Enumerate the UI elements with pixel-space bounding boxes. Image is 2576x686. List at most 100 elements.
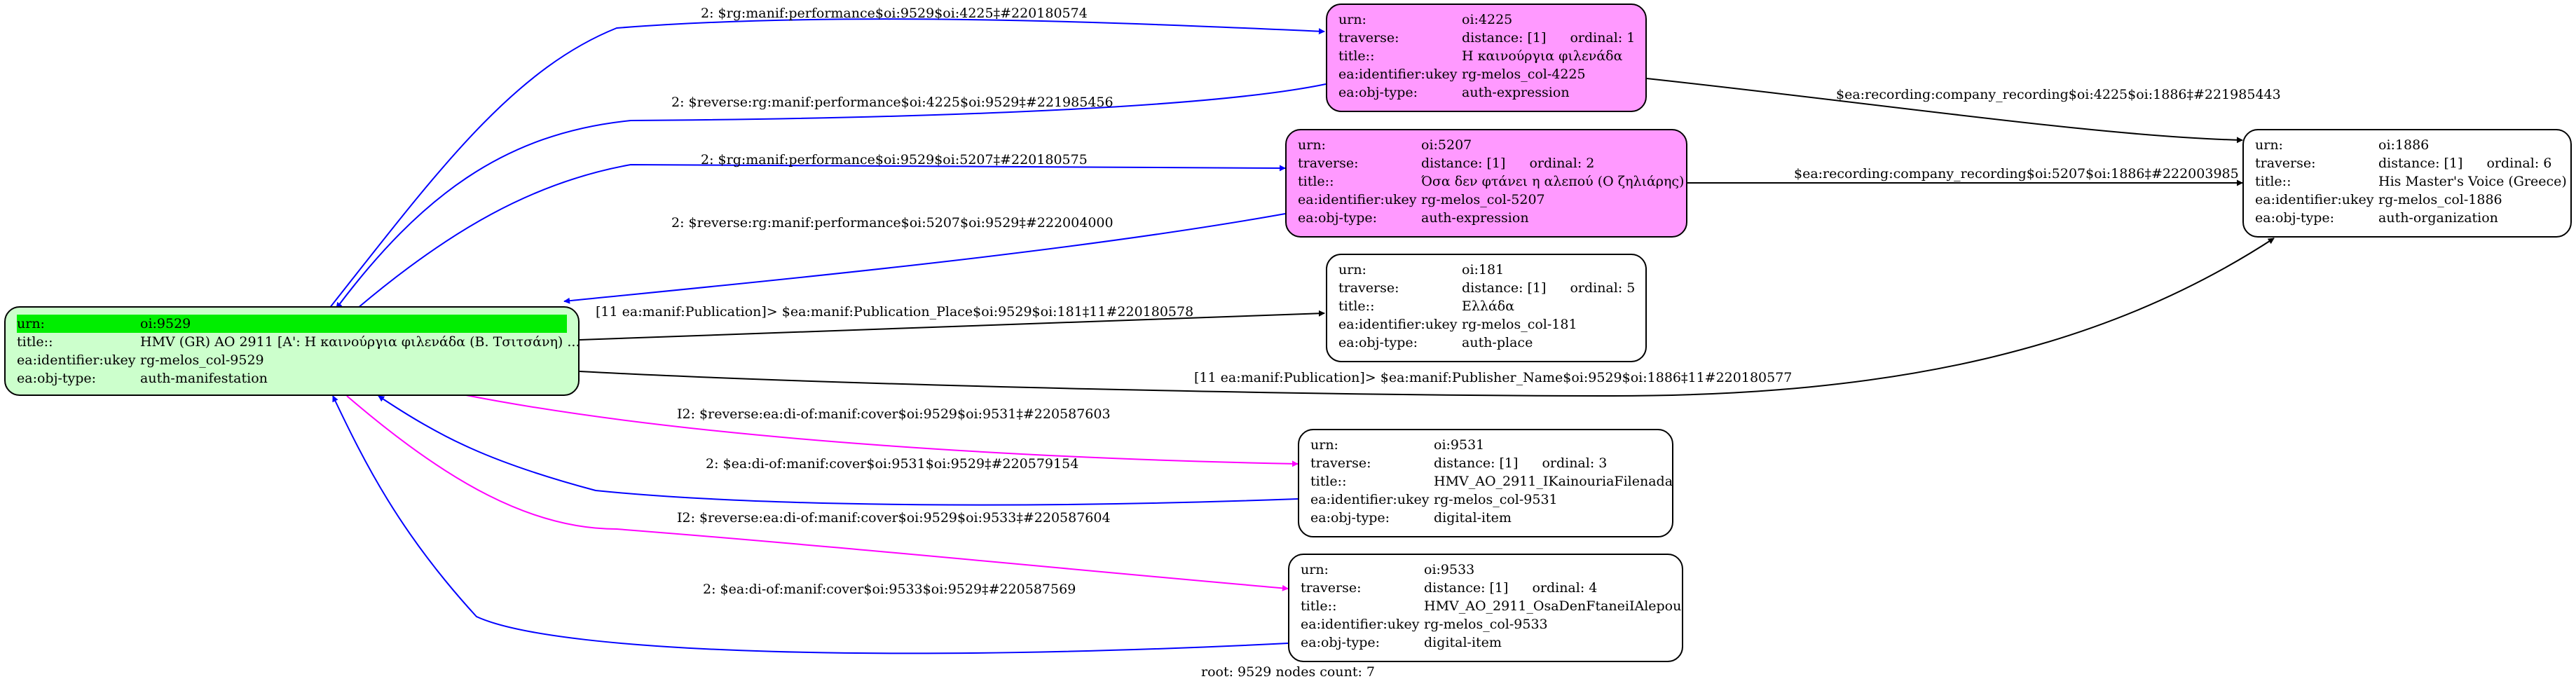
edge-label: $ea:recording:company_recording$oi:4225$… <box>1836 87 2281 102</box>
node-urn-row: urn:oi:1886 <box>2255 136 2559 154</box>
node-type-row: ea:obj-type:auth-expression <box>1338 83 1634 102</box>
field-value: distance: [1] ordinal: 4 <box>1424 579 1597 597</box>
field-value: auth-manifestation <box>140 371 268 386</box>
field-value: oi:1886 <box>2378 137 2430 153</box>
node-traverse-row: traverse: distance: [1] ordinal: 4 <box>1301 579 1671 597</box>
node-urn-row: urn:oi:181 <box>1338 261 1634 279</box>
ordinal-value: ordinal: 4 <box>1532 580 1598 596</box>
field-value: oi:9529 <box>140 315 567 333</box>
edge-root-to-181 <box>579 310 1325 341</box>
field-value: HMV_AO_2911_IKainouriaFilenada <box>1434 474 1673 489</box>
distance-value: distance: [1] <box>1424 580 1509 596</box>
edge-label: 2: $ea:di-of:manif:cover$oi:9531$oi:9529… <box>706 456 1078 472</box>
field-key: ea:identifier:ukey <box>1338 317 1458 332</box>
ordinal-value: ordinal: 6 <box>2486 156 2552 171</box>
node-4225[interactable]: urn: oi:4225 traverse:distance: [1]ordina… <box>1326 4 1647 112</box>
field-key: ea:identifier:ukey <box>1298 192 1417 207</box>
field-key: traverse: <box>1301 580 1362 596</box>
field-value: rg-melos_col-181 <box>1462 317 1577 332</box>
field-value: auth-place <box>1462 335 1533 350</box>
field-key: traverse: <box>2255 156 2316 171</box>
node-traverse-row: traverse: distance: [1] ordinal: 3 <box>1310 454 1661 472</box>
edge-root-to-9533 <box>346 395 1289 591</box>
field-value: rg-melos_col-9533 <box>1424 617 1548 632</box>
field-key: title:: <box>2255 174 2291 189</box>
node-181[interactable]: urn:oi:181 traverse: distance: [1]ordinal… <box>1326 254 1647 362</box>
field-key: title:: <box>17 334 53 350</box>
edge-label: I2: $reverse:ea:di-of:manif:cover$oi:952… <box>677 406 1111 422</box>
distance-value: distance: [1] <box>1421 156 1506 171</box>
field-key: traverse: <box>1298 156 1359 171</box>
field-key: urn: <box>1338 12 1366 27</box>
edge-4225-to-root <box>336 83 1327 309</box>
edge-root-to-4225 <box>329 18 1325 309</box>
graph-footer: root: 9529 nodes count: 7 <box>1200 664 1376 680</box>
field-value: Η καινούργια φιλενάδα <box>1462 48 1623 64</box>
field-key: ea:obj-type: <box>1338 335 1418 350</box>
field-key: ea:identifier:ukey <box>1338 67 1458 82</box>
node-type-row: ea:obj-type: digital-item <box>1310 509 1661 527</box>
distance-value: distance: [1] <box>2378 156 2463 171</box>
node-ukey-row: ea:identifier:ukey rg-melos_col-5207 <box>1298 191 1675 209</box>
edge-root-to-5207 <box>357 163 1286 309</box>
edge-4225-to-1886 <box>1646 78 2243 144</box>
field-key: title:: <box>1298 174 1334 189</box>
node-traverse-row: traverse: distance: [1]ordinal: 5 <box>1338 279 1635 297</box>
field-key: title:: <box>1301 598 1337 614</box>
node-1886[interactable]: urn:oi:1886 traverse: distance: [1] ordina… <box>2242 129 2572 238</box>
field-value: HMV_AO_2911_OsaDenFtaneiIAlepou <box>1424 598 1682 614</box>
edge-label: 2: $rg:manif:performance$oi:9529$oi:5207… <box>701 152 1088 167</box>
field-key: ea:obj-type: <box>2255 210 2335 226</box>
field-key: ea:identifier:ukey <box>17 352 136 368</box>
ordinal-value: ordinal: 2 <box>1529 156 1595 171</box>
node-root-9529[interactable]: urn: oi:9529 title:: HMV (GR) AO 2911 [A… <box>4 306 580 396</box>
field-value: oi:5207 <box>1421 137 1472 153</box>
node-title-row: title:: HMV (GR) AO 2911 [A': Η καινούργ… <box>17 333 580 351</box>
node-traverse-row: traverse: distance: [1] ordinal: 6 <box>2255 154 2559 172</box>
field-key: title:: <box>1310 474 1347 489</box>
node-type-row: ea:obj-type:auth-organization <box>2255 209 2559 227</box>
edge-9531-to-root <box>378 395 1299 506</box>
distance-value: distance: [1] <box>1434 455 1519 471</box>
edge-5207-to-root-line <box>563 213 1286 304</box>
field-value: distance: [1]ordinal: 5 <box>1462 279 1635 297</box>
node-urn-row: urn: oi:4225 <box>1338 11 1634 29</box>
node-ukey-row: ea:identifier:ukey rg-melos_col-181 <box>1338 315 1634 334</box>
field-key: urn: <box>1301 562 1329 577</box>
field-value: oi:4225 <box>1462 12 1513 27</box>
field-key: ea:obj-type: <box>1301 635 1381 650</box>
field-key: traverse: <box>1338 280 1399 296</box>
field-key: title:: <box>1338 299 1375 314</box>
ordinal-value: ordinal: 1 <box>1570 30 1636 46</box>
edge-root-to-1886 <box>579 238 2275 397</box>
field-key: traverse: <box>1310 455 1371 471</box>
ordinal-value: ordinal: 3 <box>1542 455 1608 471</box>
node-9533[interactable]: urn:oi:9533 traverse: distance: [1] ordina… <box>1288 554 1683 662</box>
field-value: HMV (GR) AO 2911 [A': Η καινούργια φιλεν… <box>140 334 580 350</box>
edge-label: [11 ea:manif:Publication]> $ea:manif:Pub… <box>1194 370 1792 385</box>
distance-value: distance: [1] <box>1462 280 1547 296</box>
node-urn-row: urn:oi:9531 <box>1310 436 1661 454</box>
node-urn-row: urn:oi:9533 <box>1301 561 1671 579</box>
field-key: urn: <box>1310 437 1338 453</box>
node-title-row: title::Όσα δεν φτάνει η αλεπού (Ο ζηλιάρ… <box>1298 172 1684 191</box>
field-key: urn: <box>1338 262 1366 277</box>
field-key: ea:obj-type: <box>1310 510 1390 526</box>
field-key: urn: <box>17 315 140 333</box>
edge-label: 2: $reverse:rg:manif:performance$oi:5207… <box>671 215 1114 231</box>
edge-label: [11 ea:manif:Publication]> $ea:manif:Pub… <box>596 304 1193 320</box>
node-title-row: title::His Master's Voice (Greece) <box>2255 172 2567 191</box>
node-traverse-row: traverse:distance: [1]ordinal: 1 <box>1338 29 1636 47</box>
field-key: ea:identifier:ukey <box>2255 192 2374 207</box>
node-5207[interactable]: urn:oi:5207 traverse:distance: [1]ordina… <box>1285 129 1687 238</box>
field-value: Ελλάδα <box>1462 299 1515 314</box>
field-value: digital-item <box>1434 510 1512 526</box>
node-type-row: ea:obj-type:auth-expression <box>1298 209 1675 227</box>
node-9531[interactable]: urn:oi:9531 traverse: distance: [1] ordina… <box>1298 429 1673 537</box>
node-type-row: ea:obj-type: auth-place <box>1338 334 1634 352</box>
field-value: digital-item <box>1424 635 1502 650</box>
field-value: rg-melos_col-5207 <box>1421 192 1545 207</box>
